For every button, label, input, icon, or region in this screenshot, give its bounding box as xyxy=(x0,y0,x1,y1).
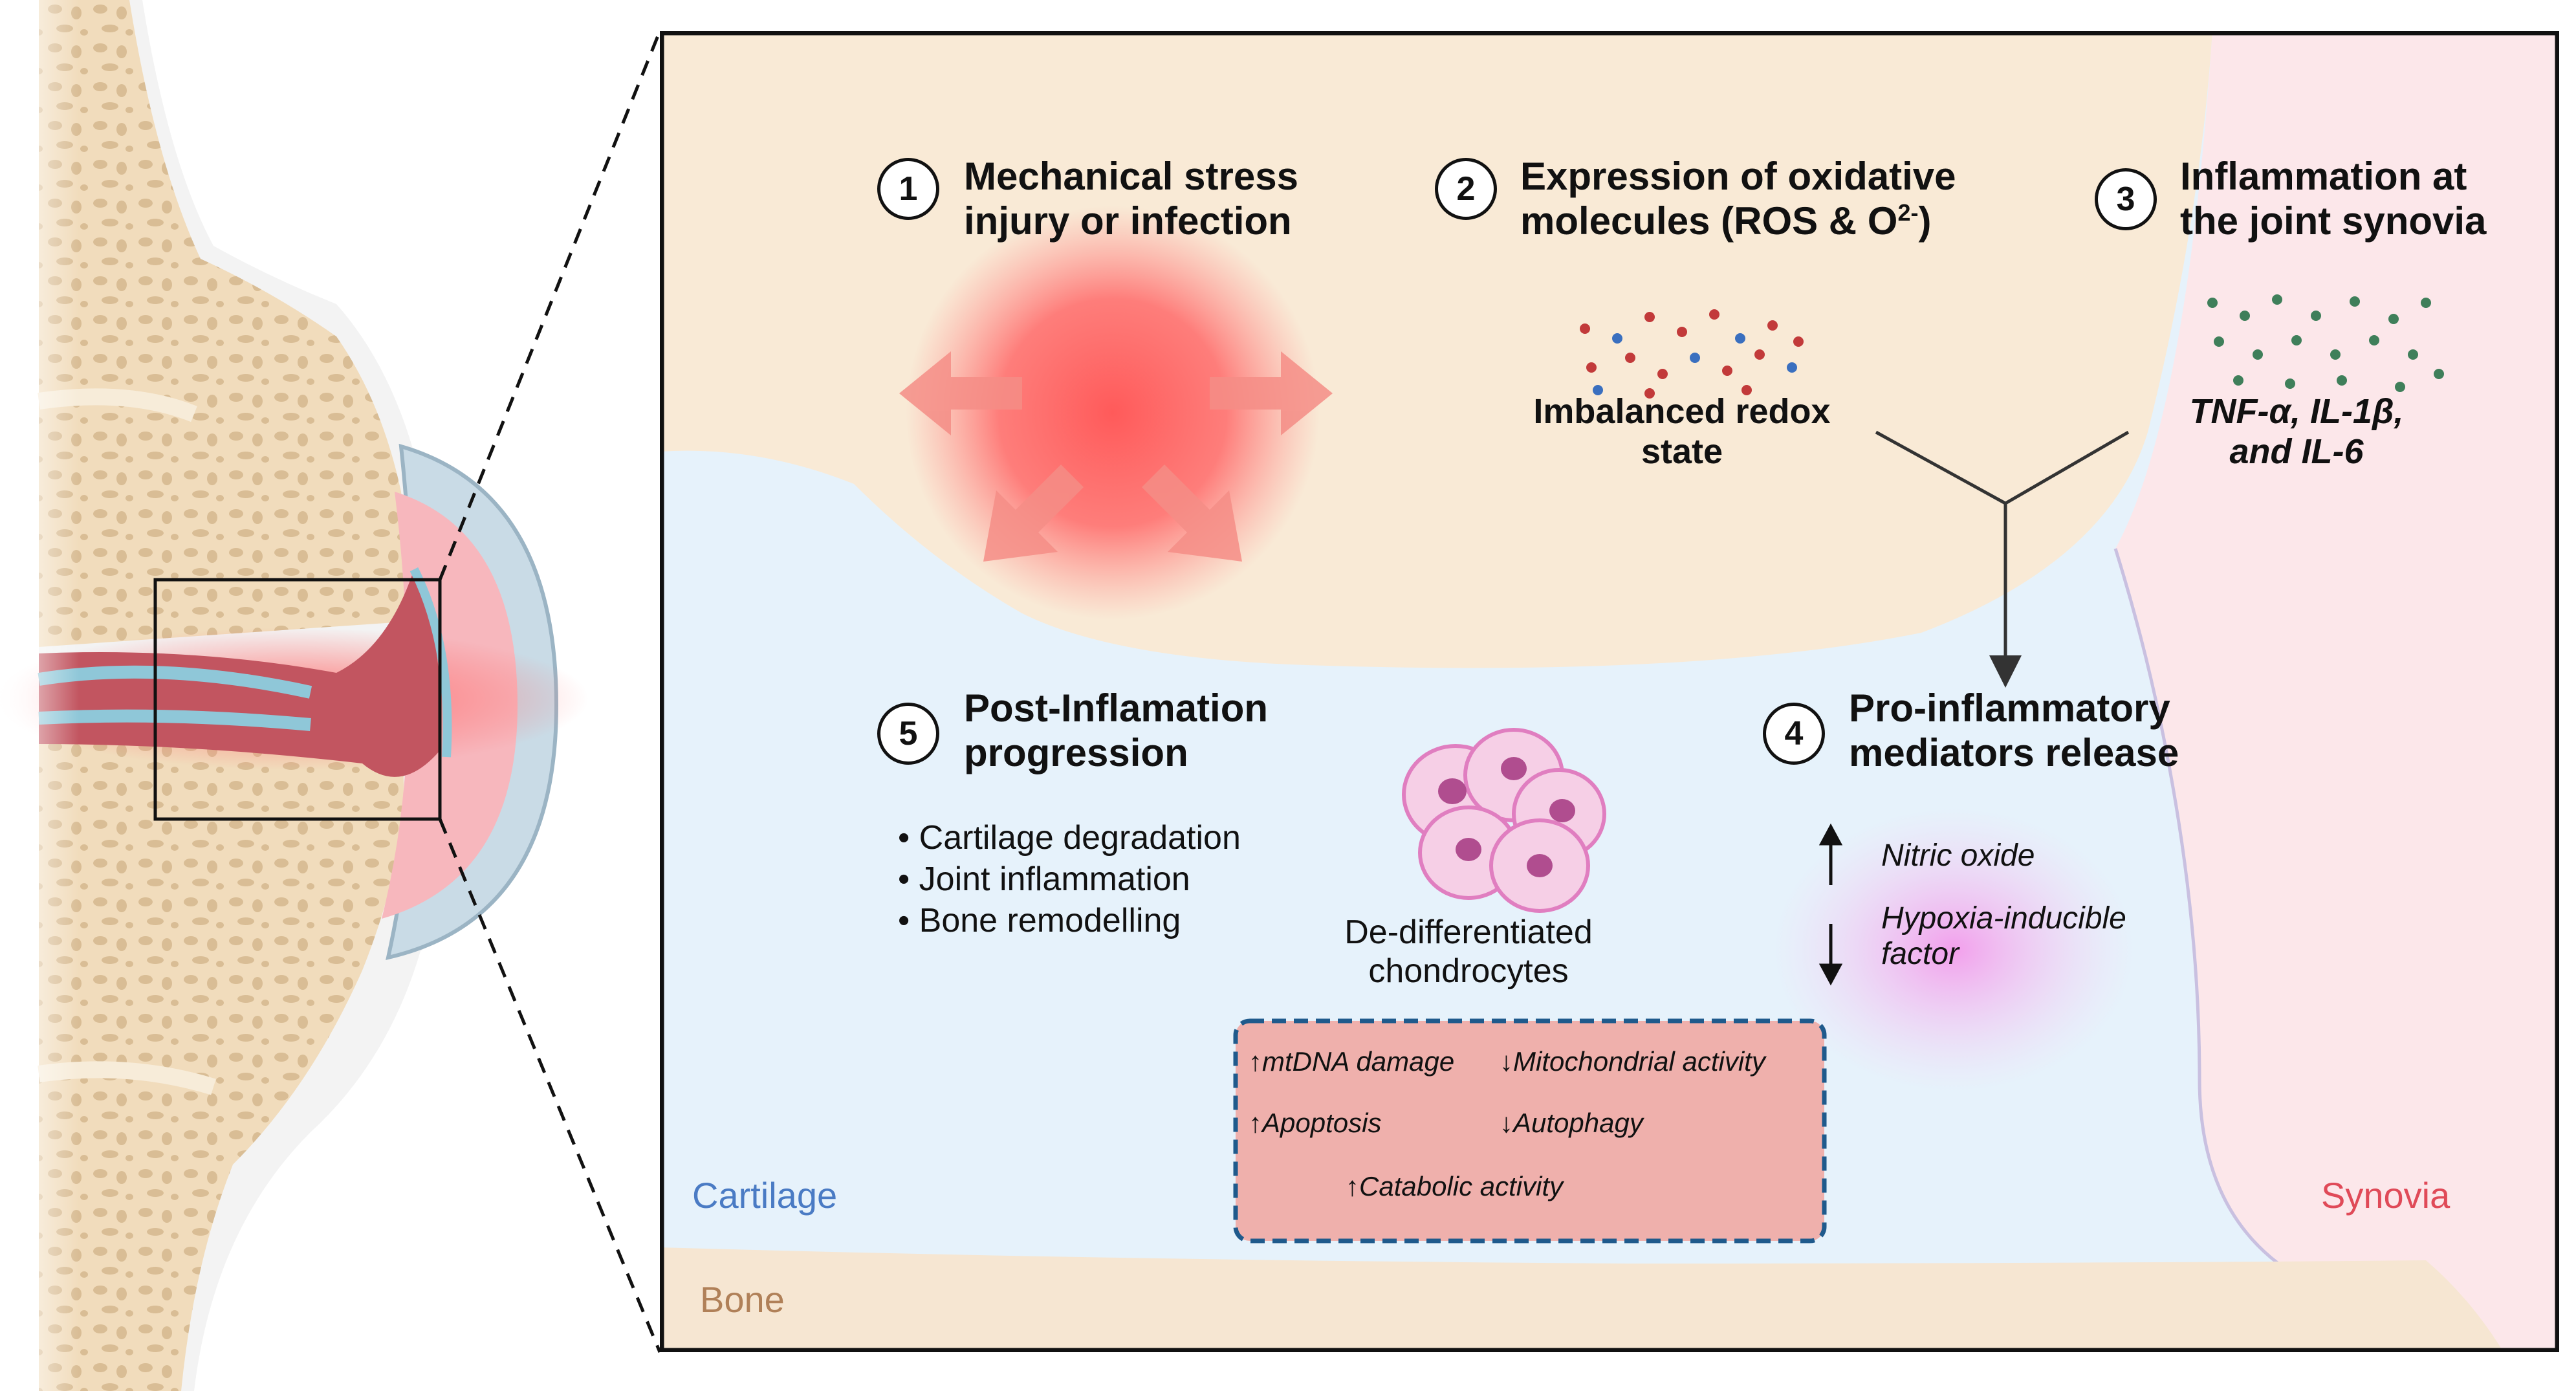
effect-mitochondrial: ↓Mitochondrial activity xyxy=(1500,1046,1765,1077)
progression-item-3: • Bone remodelling xyxy=(898,902,1181,939)
arrow-up-icon: ↑ xyxy=(1346,1171,1359,1201)
step-5-title: Post-Inflamation progression xyxy=(964,686,1269,774)
mediator-hif: Hypoxia-inducible factor xyxy=(1881,901,2126,972)
effect-autophagy: ↓Autophagy xyxy=(1500,1108,1643,1139)
step-5-number: 5 xyxy=(877,703,939,765)
cartilage-label: Cartilage xyxy=(692,1175,838,1216)
arrow-down-icon: ↓ xyxy=(1500,1046,1513,1077)
step-3-title: Inflammation at the joint synovia xyxy=(2180,155,2487,243)
step-1-title: Mechanical stress injury or infection xyxy=(964,155,1298,243)
effects-box xyxy=(1233,1018,1827,1243)
mediators-glow xyxy=(1773,807,2135,1092)
progression-item-1: • Cartilage degradation xyxy=(898,819,1241,857)
bone-label: Bone xyxy=(700,1279,785,1320)
effect-mtdna: ↑mtDNA damage xyxy=(1249,1046,1454,1077)
stress-arrows xyxy=(899,351,1333,562)
step-4-title: Pro-inflammatory mediators release xyxy=(1849,686,2179,774)
redox-label: Imbalanced redox state xyxy=(1533,392,1831,472)
effect-apoptosis-label: Apoptosis xyxy=(1262,1108,1382,1138)
cytokine-dots xyxy=(2207,294,2444,392)
chondrocytes-label: De-differentiated chondrocytes xyxy=(1344,914,1593,990)
progression-item-2: • Joint inflammation xyxy=(898,860,1190,898)
step-3-number: 3 xyxy=(2095,168,2157,230)
effect-catabolic-label: Catabolic activity xyxy=(1359,1171,1564,1201)
mediator-arrows xyxy=(1818,823,1843,986)
effect-mitochondrial-label: Mitochondrial activity xyxy=(1513,1046,1765,1077)
step-1-number: 1 xyxy=(877,158,939,220)
synovia-label: Synovia xyxy=(2321,1175,2450,1216)
joint-illustration xyxy=(0,0,660,1391)
panel-frame xyxy=(660,31,2559,1352)
effect-apoptosis: ↑Apoptosis xyxy=(1249,1108,1381,1139)
cytokines-label: TNF-α, IL-1β, and IL-6 xyxy=(2189,392,2404,472)
effect-mtdna-label: mtDNA damage xyxy=(1262,1046,1455,1077)
main-panel xyxy=(660,31,2559,1352)
stress-glow xyxy=(906,206,1320,620)
synovia-region xyxy=(2115,31,2559,1352)
effect-autophagy-label: Autophagy xyxy=(1513,1108,1643,1138)
mediator-nitric-oxide: Nitric oxide xyxy=(1881,838,2035,873)
effect-catabolic: ↑Catabolic activity xyxy=(1346,1171,1563,1202)
step-2-suffix: ) xyxy=(1918,199,1932,243)
arrow-down-icon: ↓ xyxy=(1500,1108,1513,1138)
step-2-title: Expression of oxidative molecules (ROS &… xyxy=(1520,154,1956,243)
chondrocytes-cluster xyxy=(1402,728,1606,913)
step-2-title-text: Expression of oxidative molecules (ROS &… xyxy=(1520,155,1956,243)
step-2-superscript: 2- xyxy=(1897,199,1919,226)
bone-region xyxy=(660,1247,2504,1352)
step-4-number: 4 xyxy=(1763,703,1825,765)
convergence-arrow xyxy=(1875,430,2130,688)
arrow-up-icon: ↑ xyxy=(1249,1108,1262,1138)
zoom-inset-box xyxy=(153,578,442,821)
step-2-number: 2 xyxy=(1435,158,1497,220)
arrow-up-icon: ↑ xyxy=(1249,1046,1262,1077)
ros-dots xyxy=(1580,309,1804,399)
